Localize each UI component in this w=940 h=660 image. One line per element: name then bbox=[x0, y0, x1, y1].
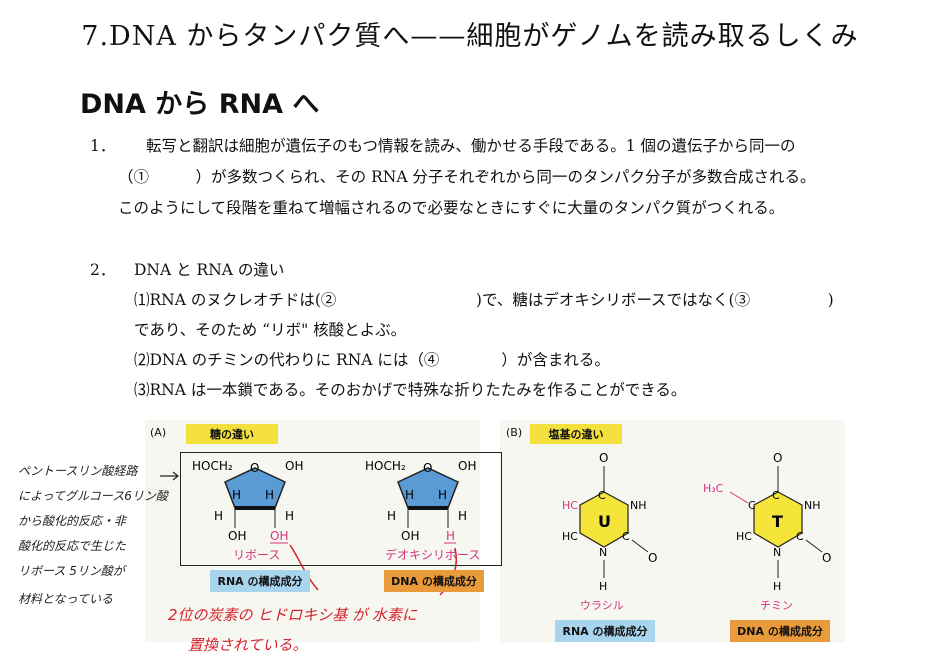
thymine-nh: NH bbox=[804, 499, 821, 512]
thymine-hc: HC bbox=[736, 530, 752, 543]
panel-b-label: (B) bbox=[506, 426, 523, 439]
dna-component-tag-b: DNA の構成成分 bbox=[730, 620, 830, 642]
figure-panel-a bbox=[145, 420, 480, 642]
uracil-structure: U O C HC HC NH C O N H ウラシル bbox=[562, 451, 657, 612]
deoxy-hoch2: HOCH₂ bbox=[365, 459, 406, 473]
uracil-hc-2: HC bbox=[562, 530, 578, 543]
rna-component-tag-b: RNA の構成成分 bbox=[555, 620, 655, 642]
ribose-h-3: H bbox=[214, 509, 223, 523]
item-2-heading: DNA と RNA の違い bbox=[134, 261, 285, 279]
uracil-hc-1: HC bbox=[562, 499, 578, 512]
uracil-n: N bbox=[599, 546, 607, 559]
ribose-o: O bbox=[250, 461, 259, 475]
item-2-line-3: ⑵DNA のチミンの代わりに RNA には（④ ）が含まれる。 bbox=[134, 351, 610, 369]
page-title: 7.DNA からタンパク質へ——細胞がゲノムを読み取るしくみ bbox=[81, 21, 859, 52]
thymine-structure: T O C C H₃C HC NH C O N H チミン bbox=[703, 451, 831, 612]
ribose-oh-3: OH bbox=[228, 529, 246, 543]
ribose-oh-top: OH bbox=[285, 459, 303, 473]
handwritten-note-line-6: 材料となっている bbox=[18, 592, 114, 606]
uracil-c-right: C bbox=[622, 530, 630, 543]
deoxy-h-3: H bbox=[387, 509, 396, 523]
sugar-comparison-box bbox=[180, 452, 502, 566]
item-2-line-1: ⑴RNA のヌクレオチドは(② )で、糖はデオキシリボースではなく(③ ) bbox=[134, 291, 834, 309]
deoxy-oh-top: OH bbox=[458, 459, 476, 473]
uracil-h: H bbox=[599, 580, 607, 593]
item-1-number: 1． bbox=[90, 137, 116, 155]
deoxy-oh-3: OH bbox=[401, 529, 419, 543]
dna-component-tag-a: DNA の構成成分 bbox=[384, 570, 484, 592]
item-2-line-2: であり、そのため “リボ" 核酸とよぶ。 bbox=[134, 321, 407, 339]
item-1-line-3: このようにして段階を重ねて増幅されるので必要なときにすぐに大量のタンパク質がつく… bbox=[118, 199, 785, 217]
thymine-letter: T bbox=[772, 512, 783, 531]
handwritten-red-note-2: 置換されている。 bbox=[188, 636, 308, 654]
ribose-hoch2: HOCH₂ bbox=[192, 459, 233, 473]
rna-component-tag-a: RNA の構成成分 bbox=[210, 570, 310, 592]
ribose-oh-2: OH bbox=[270, 529, 288, 543]
red-arrow-left bbox=[289, 544, 319, 591]
deoxyribose-structure: O HOCH₂ OH H H H H OH H デオキシリボース bbox=[365, 459, 480, 562]
thymine-c-top: C bbox=[772, 489, 780, 502]
handwritten-note-line-3: から酸化的反応・非 bbox=[18, 514, 127, 528]
thymine-o-right: O bbox=[822, 551, 831, 565]
item-2-number: 2． bbox=[90, 261, 116, 279]
uracil-letter: U bbox=[598, 512, 611, 531]
ribose-h-1: H bbox=[232, 488, 241, 502]
uracil-nh: NH bbox=[630, 499, 647, 512]
ribose-h-4: H bbox=[285, 509, 294, 523]
deoxy-o: O bbox=[423, 461, 432, 475]
thymine-name: チミン bbox=[760, 599, 793, 612]
ribose-h-2: H bbox=[265, 488, 274, 502]
ribose-name: リボース bbox=[233, 548, 280, 562]
item-1-line-1: 転写と翻訳は細胞が遺伝子のもつ情報を読み、働かせる手段である。1 個の遺伝子から… bbox=[146, 137, 796, 155]
thymine-h: H bbox=[773, 580, 781, 593]
handwritten-note-line-4: 酸化的反応で生じた bbox=[18, 539, 127, 553]
thymine-c-left: C bbox=[748, 499, 756, 512]
thymine-n: N bbox=[773, 546, 781, 559]
deoxyribose-name: デオキシリボース bbox=[385, 547, 480, 562]
deoxy-h-2prime: H bbox=[446, 529, 455, 543]
uracil-o-right: O bbox=[648, 551, 657, 565]
item-1-line-2: （① ）が多数つくられ、その RNA 分子それぞれから同一のタンパク分子が多数合… bbox=[118, 168, 816, 186]
panel-b-title: 塩基の違い bbox=[530, 424, 622, 444]
deoxy-h-1: H bbox=[405, 488, 414, 502]
handwritten-note-line-5: リボース 5リン酸が bbox=[18, 564, 125, 578]
deoxy-h-4: H bbox=[458, 509, 467, 523]
uracil-c-top: C bbox=[598, 489, 606, 502]
panel-a-title: 糖の違い bbox=[186, 424, 278, 444]
handwritten-note-line-1: ペントースリン酸経路 bbox=[18, 464, 138, 478]
uracil-o-top: O bbox=[599, 451, 608, 465]
panel-a-label: (A) bbox=[150, 426, 167, 439]
handwritten-red-note-1: 2位の炭素の ヒドロキシ基 が 水素に bbox=[168, 606, 417, 624]
item-2-line-4: ⑶RNA は一本鎖である。そのおかげで特殊な折りたたみを作ることができる。 bbox=[134, 381, 687, 399]
handwritten-note-line-2: によってグルコース6リン酸 bbox=[18, 489, 168, 503]
thymine-c-right: C bbox=[796, 530, 804, 543]
section-heading: DNA から RNA へ bbox=[80, 89, 320, 120]
ribose-structure: O HOCH₂ OH H H H H OH OH リボース bbox=[192, 459, 303, 562]
thymine-h3c: H₃C bbox=[703, 482, 724, 495]
thymine-o-top: O bbox=[773, 451, 782, 465]
deoxy-h-2: H bbox=[438, 488, 447, 502]
uracil-name: ウラシル bbox=[580, 599, 624, 612]
